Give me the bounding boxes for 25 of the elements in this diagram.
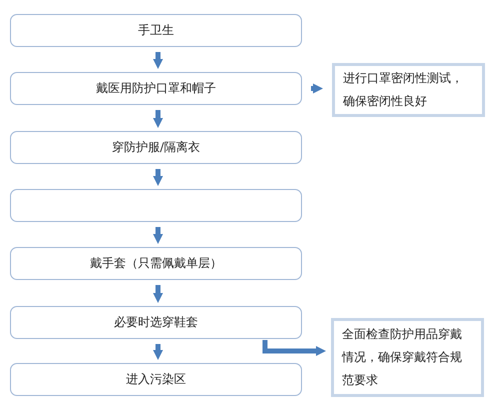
arrow: [153, 52, 163, 69]
arrow: [311, 84, 323, 94]
arrow: [153, 227, 163, 244]
note-box: [331, 318, 484, 397]
step-text: 戴医用防护口罩和帽子: [96, 80, 216, 98]
step-text: 穿防护服/隔离衣: [112, 139, 200, 156]
process-box: [10, 72, 302, 105]
process-box: [10, 363, 302, 396]
arrow: [153, 169, 163, 186]
step-text: 手卫生: [138, 22, 174, 40]
process-box: [10, 131, 302, 164]
process-box: [10, 306, 302, 339]
note-box: [332, 63, 485, 117]
step-text: 戴手套（只需佩戴单层）: [90, 255, 222, 272]
arrow: [153, 285, 163, 303]
step-text: 必要时选穿鞋套: [114, 314, 198, 332]
arrow: [262, 340, 326, 356]
step-text: 进入污染区: [126, 371, 186, 388]
arrow: [153, 110, 163, 128]
step-text: 全面检查防护用品穿戴情况，确保穿戴符合规范要求: [342, 326, 463, 389]
step-text: 进行口罩密闭性测试，确保密闭性良好: [343, 70, 464, 110]
process-box: [10, 14, 302, 47]
box-shape: [10, 189, 302, 222]
process-box: [10, 247, 302, 280]
arrow: [153, 344, 163, 360]
